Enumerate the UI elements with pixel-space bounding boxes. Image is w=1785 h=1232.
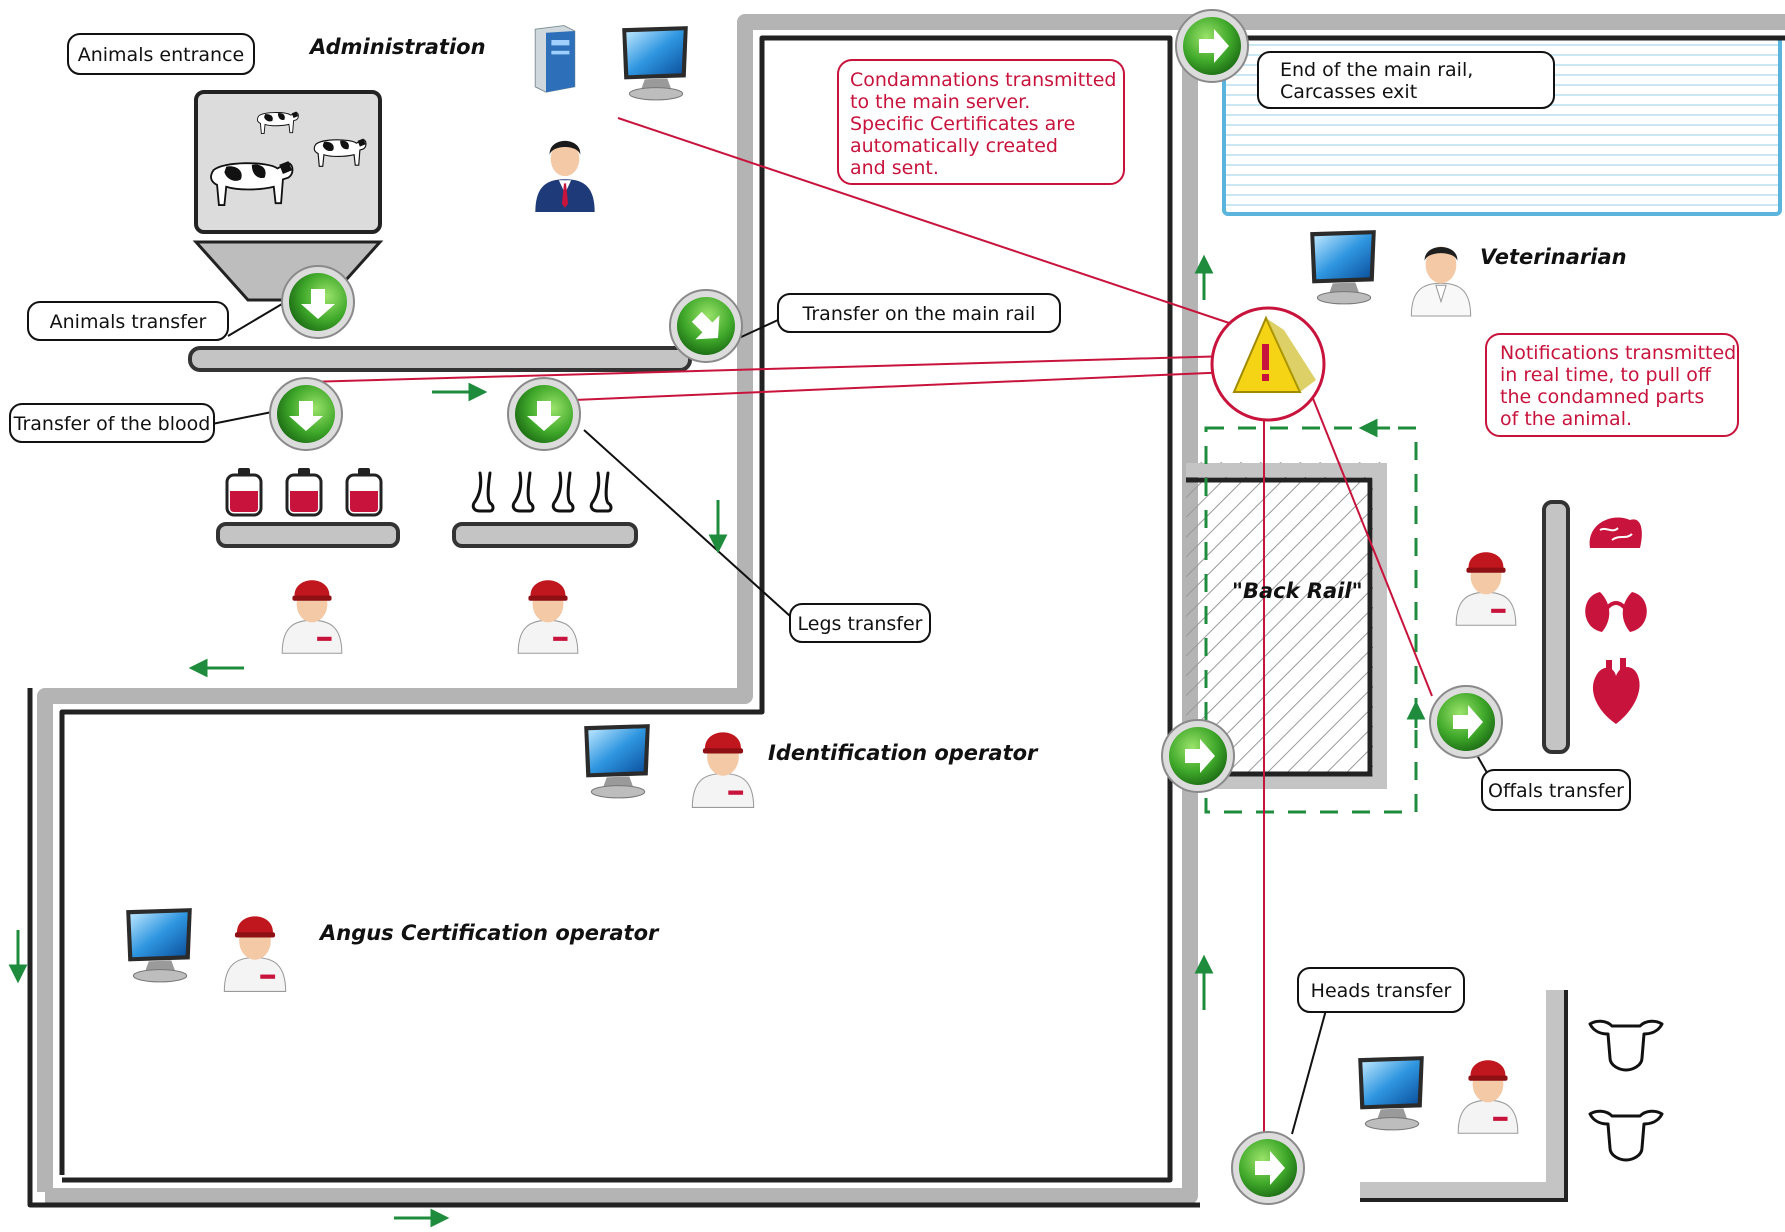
condemnations-line: and sent. xyxy=(850,157,939,179)
operator-icon xyxy=(517,579,579,654)
carcasses-exit-label: Carcasses exit xyxy=(1280,81,1417,103)
operator-icon xyxy=(1457,1059,1519,1134)
identification-operator-label: Identification operator xyxy=(768,741,1039,765)
blood-bag-icon xyxy=(345,466,383,517)
animals-transfer-label: Animals transfer xyxy=(50,311,207,333)
operator-icon xyxy=(1455,551,1517,626)
monitor-icon xyxy=(621,25,689,101)
transfer-blood-callout: Transfer of the blood xyxy=(9,403,215,443)
legs-transfer-callout: Legs transfer xyxy=(789,603,931,643)
legs-transfer-label: Legs transfer xyxy=(798,613,923,635)
cow-head-icon xyxy=(1588,1019,1664,1072)
blood-bag-icon xyxy=(285,466,323,517)
blood-shelf xyxy=(216,522,400,548)
computer-tower-icon xyxy=(534,25,576,93)
notifications-line: of the animal. xyxy=(1500,408,1632,430)
notifications-line: the condamned parts xyxy=(1500,386,1704,408)
veterinarian-label: Veterinarian xyxy=(1480,245,1627,269)
condemnations-note: Condamnations transmitted to the main se… xyxy=(837,59,1125,185)
arrow-button-icon xyxy=(269,377,343,451)
arrow-button-icon xyxy=(507,377,581,451)
notifications-line: in real time, to pull off xyxy=(1500,364,1712,386)
condemnations-line: automatically created xyxy=(850,135,1058,157)
condemnations-line: Condamnations transmitted xyxy=(850,69,1116,91)
kidney-icon xyxy=(1585,592,1647,632)
legs-shelf xyxy=(452,522,638,548)
animals-transfer-callout: Animals transfer xyxy=(27,301,229,341)
operator-icon xyxy=(281,579,343,654)
operator-icon xyxy=(223,915,287,992)
brain-icon xyxy=(1589,517,1642,548)
operator-icon xyxy=(691,731,755,808)
monitor-icon xyxy=(125,907,193,983)
back-rail-label: "Back Rail" xyxy=(1232,579,1363,603)
animals-pen xyxy=(192,90,384,302)
hoof-icon xyxy=(471,471,495,513)
notifications-line: Notifications transmitted xyxy=(1500,342,1736,364)
end-main-rail-callout: End of the main rail, Carcasses exit xyxy=(1257,51,1555,109)
condemnations-line: to the main server. xyxy=(850,91,1030,113)
offals-transfer-callout: Offals transfer xyxy=(1481,769,1631,811)
offals-transfer-button[interactable] xyxy=(1429,685,1503,759)
end-main-rail-label: End of the main rail, xyxy=(1280,59,1473,81)
heads-rail xyxy=(1360,990,1566,1202)
notifications-note: Notifications transmitted in real time, … xyxy=(1485,333,1739,437)
hoof-icon xyxy=(511,471,535,513)
arrow-button-icon xyxy=(1231,1131,1305,1205)
monitor-icon xyxy=(1357,1055,1425,1131)
condemnations-line: Specific Certificates are xyxy=(850,113,1075,135)
heads-transfer-callout: Heads transfer xyxy=(1297,967,1465,1013)
arrow-button-icon xyxy=(1175,9,1249,83)
transfer-main-rail-label: Transfer on the main rail xyxy=(802,303,1036,325)
cow-head-icon xyxy=(1588,1109,1664,1162)
blood-bag-icon xyxy=(225,466,263,517)
back-rail-button[interactable] xyxy=(1161,719,1235,793)
hoof-icon xyxy=(551,471,575,513)
legs-transfer-button[interactable] xyxy=(507,377,581,451)
main-rail xyxy=(27,14,1785,1208)
arrow-button-icon xyxy=(1161,719,1235,793)
monitor-icon xyxy=(1309,229,1377,305)
flow-arrows xyxy=(8,254,1426,1228)
animals-transfer-button[interactable] xyxy=(281,265,355,339)
animals-entrance-callout: Animals entrance xyxy=(67,33,255,75)
veterinarian-icon xyxy=(1410,245,1472,317)
heart-icon xyxy=(1592,658,1640,724)
exit-button[interactable] xyxy=(1175,9,1249,83)
angus-operator-label: Angus Certification operator xyxy=(318,921,660,945)
warning-node[interactable] xyxy=(1210,306,1326,422)
arrow-button-icon xyxy=(281,265,355,339)
offals-rail xyxy=(1542,500,1570,754)
transfer-blood-label: Transfer of the blood xyxy=(13,413,211,435)
blood-transfer-button[interactable] xyxy=(269,377,343,451)
heads-transfer-button[interactable] xyxy=(1231,1131,1305,1205)
entrance-rail xyxy=(188,346,692,372)
administration-label: Administration xyxy=(308,35,486,59)
monitor-icon xyxy=(583,723,651,799)
administrator-icon xyxy=(535,140,595,212)
offals-transfer-label: Offals transfer xyxy=(1488,780,1624,802)
notification-lines xyxy=(305,117,1433,1140)
animals-entrance-label: Animals entrance xyxy=(78,44,245,66)
hoof-icon xyxy=(589,471,613,513)
callout-pointers xyxy=(211,303,1491,1135)
arrow-button-icon xyxy=(1429,685,1503,759)
heads-transfer-label: Heads transfer xyxy=(1311,980,1452,1002)
transfer-main-rail-callout: Transfer on the main rail xyxy=(777,293,1061,333)
